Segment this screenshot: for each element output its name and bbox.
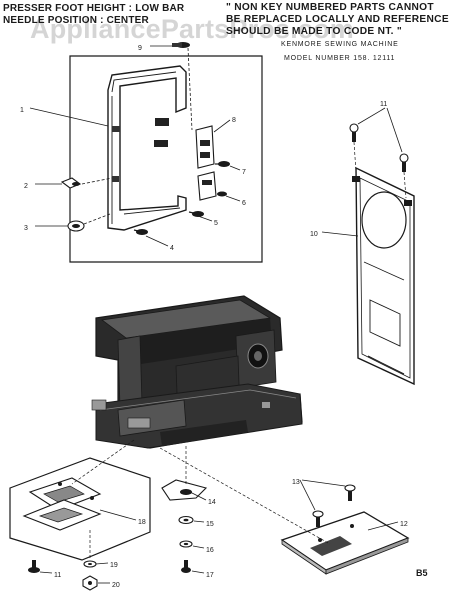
part-20-nut bbox=[82, 575, 98, 591]
callout-16: 16 bbox=[206, 547, 214, 554]
part-10-cover bbox=[352, 166, 415, 386]
top-parts-frame bbox=[69, 55, 263, 263]
part-4-screw bbox=[133, 229, 148, 235]
callout-5: 5 bbox=[214, 220, 218, 227]
callout-11-top: 11 bbox=[380, 101, 387, 108]
callout-20: 20 bbox=[112, 582, 120, 589]
header-model-number: MODEL NUMBER 158. 12111 bbox=[284, 55, 396, 62]
part-7-screw bbox=[215, 161, 230, 167]
header-note-line1: " NON KEY NUMBERED PARTS CANNOT bbox=[226, 2, 434, 13]
header-model-label: KENMORE SEWING MACHINE bbox=[281, 41, 399, 48]
part-1-face-cover bbox=[107, 65, 187, 231]
callout-7: 7 bbox=[242, 169, 246, 176]
callout-2: 2 bbox=[24, 183, 28, 190]
part-13-screws bbox=[312, 484, 356, 527]
header-needle-position: NEEDLE POSITION : CENTER bbox=[3, 15, 149, 26]
part-5-screw bbox=[188, 211, 204, 217]
callout-8: 8 bbox=[232, 117, 236, 124]
callout-12: 12 bbox=[400, 521, 408, 528]
callout-18: 18 bbox=[138, 519, 146, 526]
part-9-screw bbox=[172, 42, 190, 48]
callout-4: 4 bbox=[170, 245, 174, 252]
header-note-line2: BE REPLACED LOCALLY AND REFERENCE bbox=[226, 14, 449, 25]
bottom-parts-frame bbox=[9, 457, 151, 561]
callout-15: 15 bbox=[206, 521, 214, 528]
part-11-screw-bottom bbox=[28, 560, 40, 573]
header-note-line3: SHOULD BE MADE TO CODE NT. " bbox=[226, 26, 403, 37]
part-8-bracket bbox=[195, 125, 215, 169]
part-16-washer bbox=[179, 540, 193, 548]
part-14-bracket bbox=[161, 479, 208, 501]
callout-9: 9 bbox=[138, 45, 142, 52]
part-17-screw bbox=[181, 560, 191, 573]
part-6-bracket bbox=[197, 171, 227, 201]
callout-14: 14 bbox=[208, 499, 216, 506]
part-2-screw bbox=[60, 177, 82, 189]
callout-13: 13 bbox=[292, 479, 300, 486]
header-presser-foot: PRESSER FOOT HEIGHT : LOW BAR bbox=[3, 3, 185, 14]
callout-10: 10 bbox=[310, 231, 318, 238]
callout-17: 17 bbox=[206, 572, 214, 579]
part-12-base-plate bbox=[280, 511, 410, 575]
part-3-knob bbox=[67, 220, 85, 232]
part-15-washer bbox=[178, 515, 194, 525]
part-11-screws-top bbox=[349, 123, 409, 172]
callout-3: 3 bbox=[24, 225, 28, 232]
callout-11-bottom: 11 bbox=[54, 572, 61, 579]
callout-1: 1 bbox=[20, 107, 24, 114]
part-19-washer bbox=[83, 560, 97, 568]
part-18-plate bbox=[22, 477, 102, 531]
callout-6: 6 bbox=[242, 200, 246, 207]
page-code: B5 bbox=[416, 568, 428, 578]
callout-19: 19 bbox=[110, 562, 118, 569]
machine-body bbox=[91, 295, 303, 449]
